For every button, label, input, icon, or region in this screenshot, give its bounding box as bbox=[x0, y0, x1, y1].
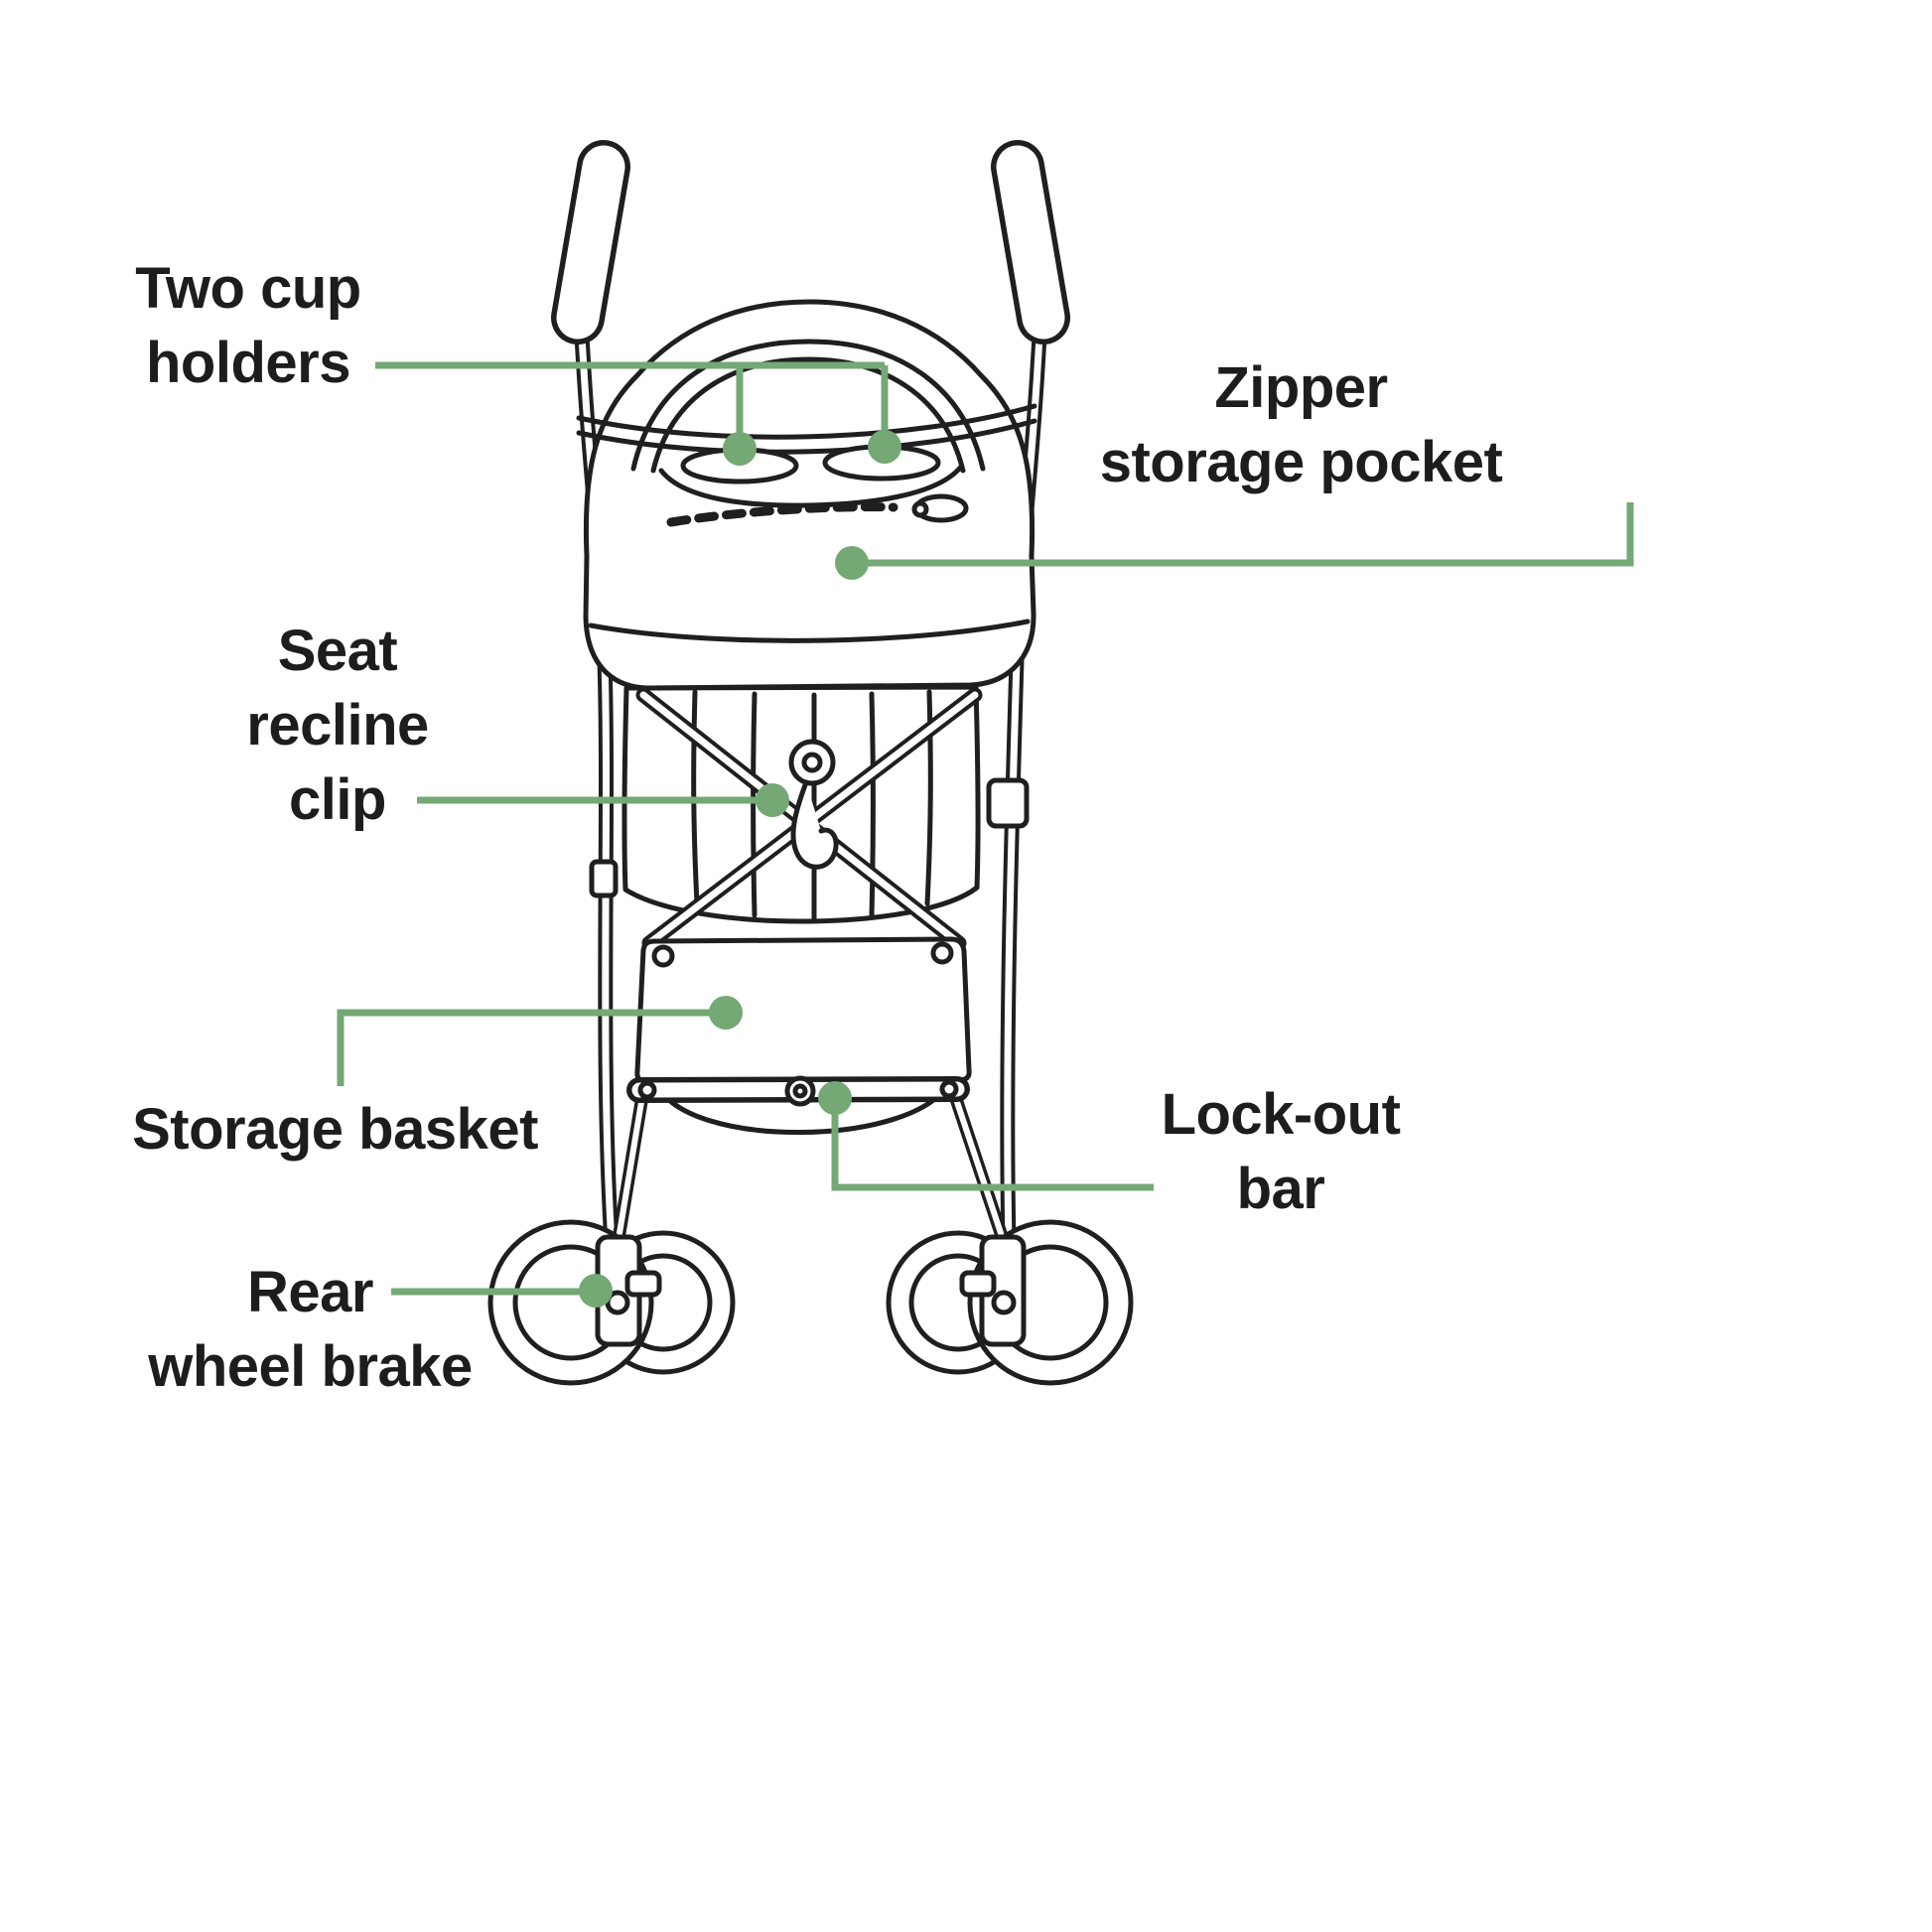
label-rear-wheel-brake: Rear wheel brake bbox=[148, 1260, 473, 1399]
marker-cup-holder-left-icon bbox=[723, 432, 757, 466]
callout-line-lock-out-bar bbox=[831, 1104, 1154, 1191]
marker-rear-wheel-brake-icon bbox=[579, 1274, 613, 1308]
callout-line-zipper-storage-pocket bbox=[856, 502, 1634, 567]
label-storage-basket: Storage basket bbox=[132, 1097, 538, 1162]
callout-markers bbox=[579, 430, 901, 1308]
stroller-illustration bbox=[487, 140, 1134, 1386]
marker-cup-holder-right-icon bbox=[868, 430, 901, 464]
callout-line-two-cup-holders bbox=[375, 361, 889, 443]
seat-recline-clip bbox=[788, 739, 839, 870]
handle-grips bbox=[551, 140, 1070, 345]
lock-out-bar bbox=[626, 1075, 970, 1107]
marker-seat-recline-clip-icon bbox=[756, 783, 789, 817]
frame-tubes bbox=[572, 290, 1049, 1251]
frame-loop bbox=[589, 859, 619, 898]
label-zipper-storage-pocket: Zipper storage pocket bbox=[1099, 355, 1503, 494]
rear-wheel-left bbox=[487, 1219, 736, 1386]
label-two-cup-holders: Two cup holders bbox=[135, 256, 361, 395]
callout-lines bbox=[337, 361, 1634, 1296]
marker-storage-basket-icon bbox=[709, 996, 743, 1030]
canopy bbox=[576, 299, 1037, 691]
rear-wheel-right bbox=[886, 1219, 1134, 1386]
label-lock-out-bar: Lock-out bar bbox=[1161, 1082, 1401, 1221]
zipper bbox=[666, 493, 969, 527]
marker-zipper-pocket-icon bbox=[835, 546, 869, 580]
fold-latch bbox=[986, 777, 1030, 829]
label-seat-recline-clip: Seat recline clip bbox=[246, 619, 429, 832]
marker-lock-out-bar-icon bbox=[818, 1081, 852, 1115]
callout-line-storage-basket bbox=[337, 1009, 720, 1086]
